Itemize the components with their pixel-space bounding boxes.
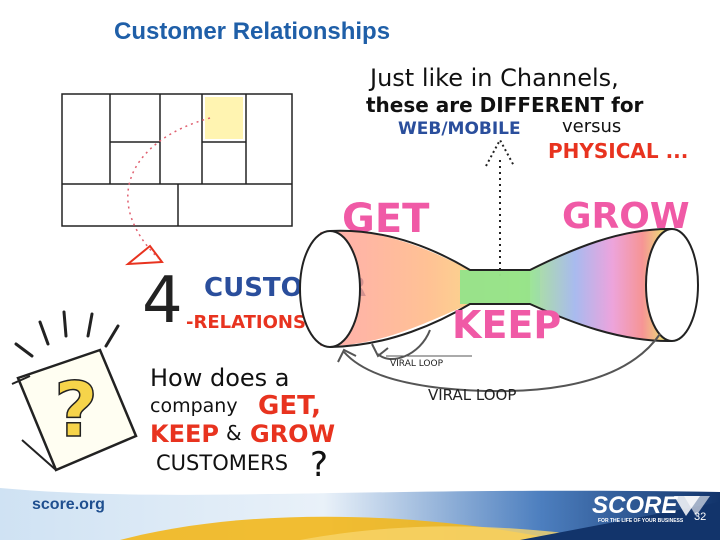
- question-icon: ?: [11, 310, 138, 472]
- canvas-grid: [61, 93, 293, 227]
- viral-loop-small-label: VIRAL LOOP: [390, 359, 444, 369]
- question-line-1: How does a: [150, 364, 290, 392]
- question-mark-glyph: ?: [54, 365, 98, 454]
- number-four: 4: [142, 264, 183, 338]
- web-mobile-label: WEB/MOBILE: [398, 119, 521, 139]
- question-amp: &: [226, 421, 242, 445]
- sketch-illustration: 4 CUSTOMER -RELATIONSHIPS Just like in C…: [11, 64, 699, 482]
- question-keep: KEEP: [150, 420, 219, 448]
- dotted-arrow: [127, 117, 211, 259]
- keep-label: KEEP: [452, 303, 561, 347]
- physical-label: PHYSICAL ...: [548, 139, 688, 163]
- question-customers: CUSTOMERS: [156, 451, 288, 475]
- slide-title: Customer Relationships: [114, 18, 391, 45]
- arrowhead-icon: [124, 244, 164, 266]
- footer-website[interactable]: score.org: [32, 496, 105, 513]
- footer-band: [0, 482, 720, 540]
- question-company: company: [150, 395, 238, 417]
- viral-loop-large-arrow: [343, 333, 661, 393]
- funnel-diagram: [299, 227, 699, 348]
- question-get: GET,: [258, 391, 321, 421]
- viral-loop-large-label: VIRAL LOOP: [428, 386, 516, 404]
- score-logo: SCORE: [592, 492, 678, 519]
- footer-tagline: FOR THE LIFE OF YOUR BUSINESS: [598, 518, 684, 524]
- question-closing-mark: ?: [310, 445, 328, 482]
- trademark-mark: ™: [690, 489, 695, 495]
- note-line-2: these are DIFFERENT for: [366, 93, 644, 117]
- note-line-1: Just like in Channels,: [368, 64, 619, 92]
- page-number: 32: [694, 511, 707, 523]
- versus-label: versus: [562, 116, 621, 137]
- highlight-cell: [205, 97, 243, 139]
- up-arrowhead-icon: [485, 137, 515, 167]
- question-grow: GROW: [250, 420, 335, 448]
